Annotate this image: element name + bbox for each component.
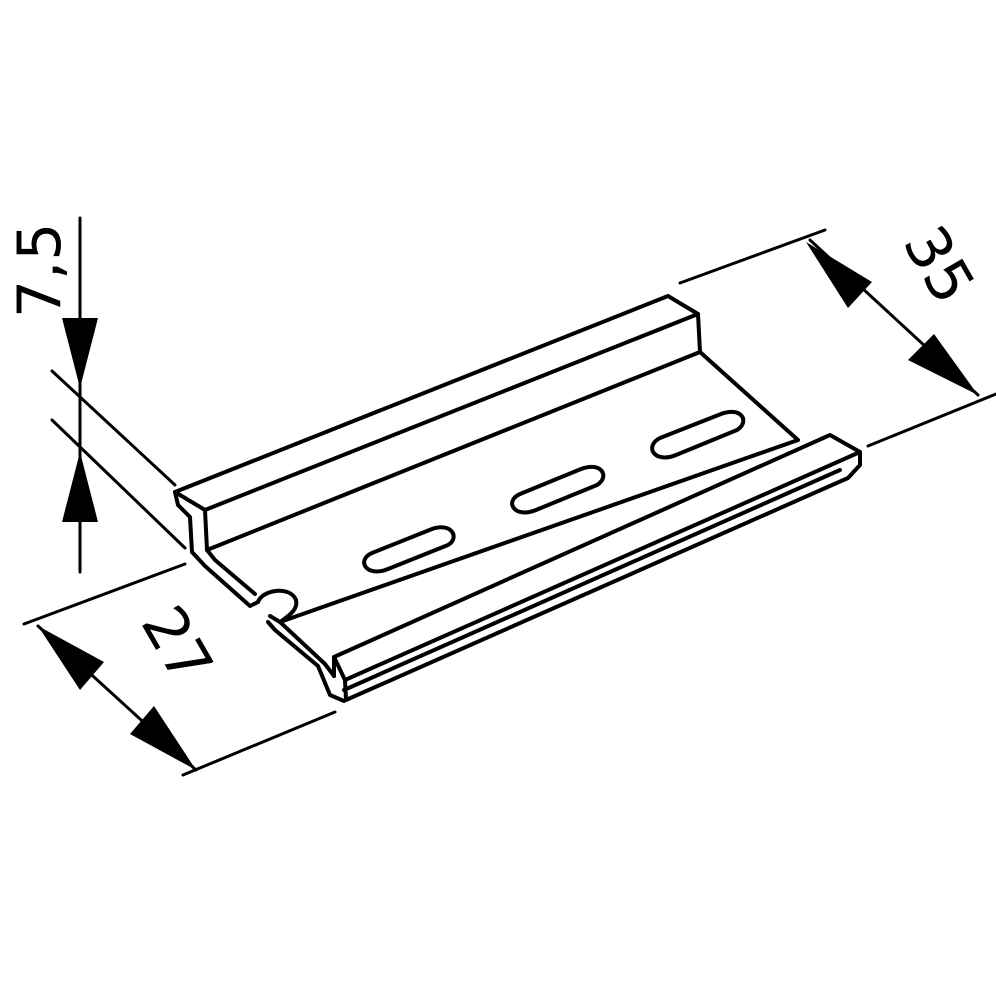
channel-front-edge (278, 438, 800, 624)
channel-back-edge (205, 350, 702, 552)
channel-left-profile-2 (205, 548, 257, 596)
arrow-up-left-icon (38, 626, 104, 690)
dimension-inner-width: 27 (22, 562, 337, 777)
slot-1 (362, 525, 456, 574)
back-wall (696, 312, 702, 354)
arrow-up-left-icon (806, 242, 872, 308)
dimension-label-27: 27 (127, 595, 226, 696)
extension-line-lower (50, 418, 187, 550)
arrow-down-icon (62, 318, 98, 388)
end-slot-lower-2 (266, 620, 346, 703)
end-slot (256, 588, 299, 624)
slot-2 (510, 465, 606, 515)
dimension-total-width: 35 (678, 215, 996, 448)
front-flange-underside (342, 468, 842, 692)
arrow-down-right-icon (908, 334, 978, 395)
dimension-height: 7,5 (5, 216, 187, 574)
dimension-label-height: 7,5 (5, 223, 75, 318)
extension-line-upper (50, 369, 177, 487)
front-flange-front-edge (343, 450, 862, 702)
back-flange-top (173, 294, 700, 512)
back-flange-lip (173, 490, 194, 554)
channel-floor-right (698, 350, 800, 442)
extension-line-27-top (22, 562, 187, 626)
din-rail (173, 294, 862, 703)
extension-line-top (678, 228, 827, 285)
arrow-up-icon (62, 452, 98, 522)
channel-left-profile (190, 550, 260, 608)
extension-line-27-bottom (181, 710, 337, 777)
arrow-down-right-icon (130, 706, 196, 770)
back-flange-inner-edge (203, 508, 209, 552)
extension-line-bottom (866, 392, 996, 448)
slot-3 (650, 410, 746, 460)
dimension-label-35: 35 (889, 215, 988, 316)
end-slot-lower (268, 614, 336, 678)
